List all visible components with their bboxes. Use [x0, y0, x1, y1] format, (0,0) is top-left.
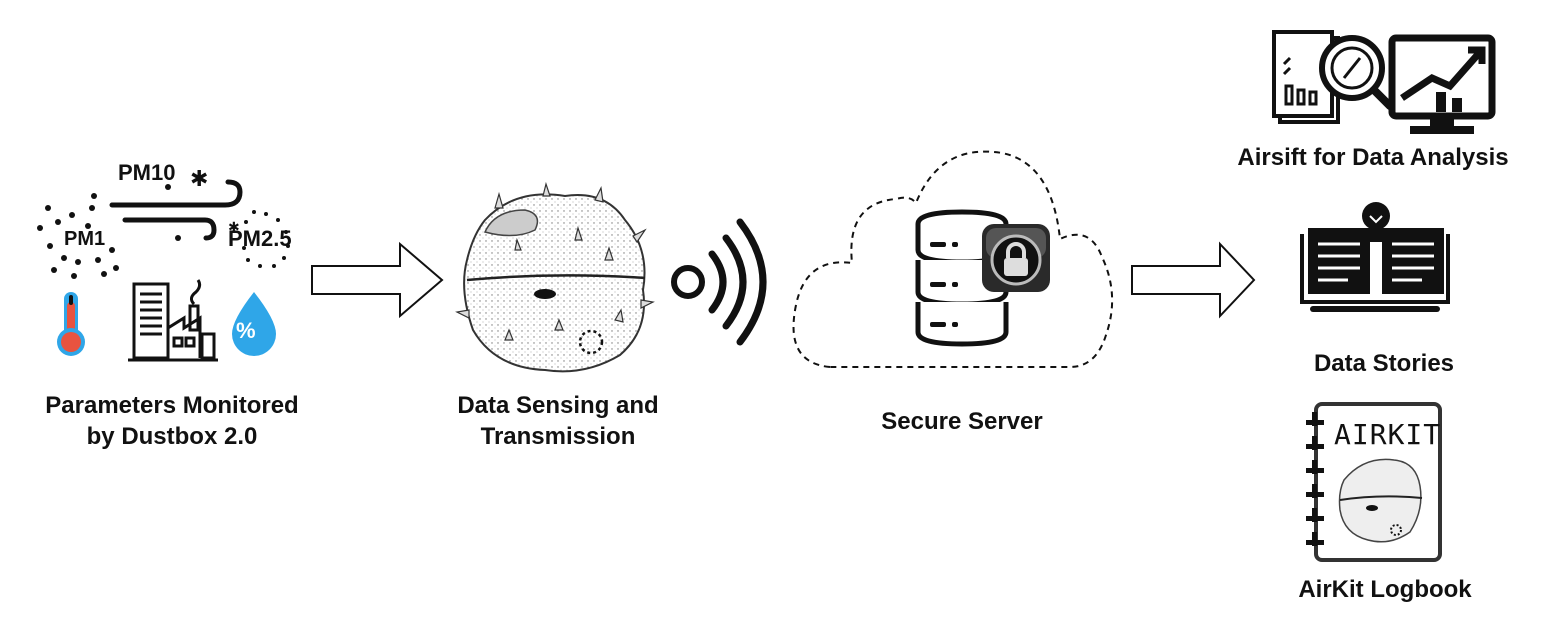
parameters-label: Parameters Monitored by Dustbox 2.0 [45, 392, 299, 450]
thermometer-icon [57, 292, 85, 356]
pm25-label: PM2.5 [228, 226, 292, 251]
pm10-label: PM10 [118, 160, 176, 185]
data-analysis-icon [1272, 30, 1496, 134]
humidity-drop-icon [232, 292, 276, 356]
server-label: Secure Server [881, 408, 1043, 435]
flow-arrow-2 [1131, 241, 1256, 319]
wireless-signal-icon [671, 218, 767, 346]
analysis-label: Airsift for Data Analysis [1237, 144, 1509, 171]
logbook-label: AirKit Logbook [1298, 576, 1472, 603]
stories-label: Data Stories [1313, 350, 1455, 377]
lock-icon [982, 224, 1050, 292]
factory-icon [128, 279, 218, 362]
wind-particles-icon: ✱ ✱ [37, 167, 290, 279]
humidity-percent: % [236, 318, 256, 343]
sensing-label: Data Sensing and Transmission [457, 392, 659, 450]
logbook-icon [1306, 402, 1442, 562]
data-stories-book-icon [1300, 202, 1450, 312]
logbook-cover-text: AIRKIT [1334, 418, 1442, 451]
dustbox-device-icon [455, 181, 655, 373]
pm1-label: PM1 [64, 228, 106, 250]
flow-arrow-1 [311, 241, 444, 319]
svg-text:✱: ✱ [228, 220, 240, 236]
svg-text:✱: ✱ [190, 167, 208, 192]
